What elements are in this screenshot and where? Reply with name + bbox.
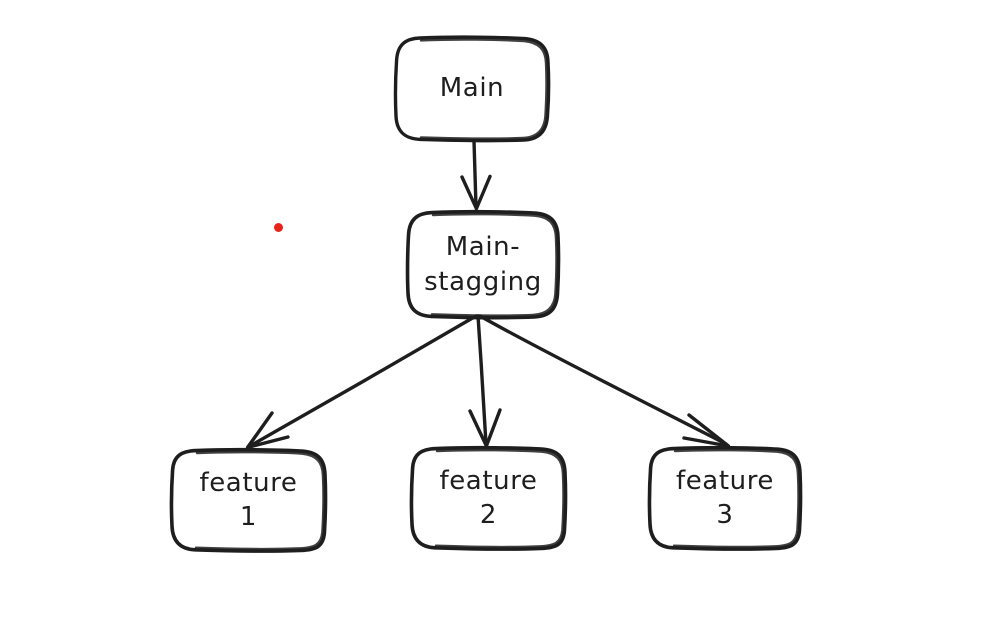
edge-main-stagging-to-feature-2-line [476,314,488,446]
node-feature-3[interactable] [647,445,803,551]
node-feature-2-outline-overstroke [434,448,565,549]
node-main-outline [393,35,551,143]
node-main-outline-overstroke [419,38,548,140]
node-feature-3-outline [647,445,803,551]
edge-main-stagging-to-feature-2-arrowhead [468,408,502,448]
edge-main-to-main-stagging-arrowhead [460,174,492,211]
node-feature-2[interactable] [409,445,568,551]
edge-main-stagging-to-feature-1-arrowhead [245,411,290,450]
node-feature-2-outline [409,445,568,551]
node-main-stagging-outline-overstroke [430,212,558,317]
node-feature-1-outline [169,447,328,553]
node-feature-1-outline-overstroke [194,450,325,551]
node-feature-3-outline-overstroke [672,448,800,549]
edge-main-stagging-to-feature-3-arrowhead [682,413,731,448]
edge-main-stagging-to-feature-3 [478,314,731,448]
node-main-stagging-outline [405,209,561,320]
edge-main-stagging-to-feature-1 [245,314,478,450]
node-feature-1[interactable] [169,447,328,553]
edge-main-stagging-to-feature-3-line [478,314,728,446]
edge-main-stagging-to-feature-1-line [248,314,478,448]
node-main[interactable] [393,35,551,143]
node-main-stagging[interactable] [405,209,561,320]
pointer-dot-icon [274,223,283,232]
edge-main-stagging-to-feature-2 [468,314,502,448]
edge-main-to-main-stagging [460,139,492,211]
edge-main-to-main-stagging-line [472,139,478,209]
